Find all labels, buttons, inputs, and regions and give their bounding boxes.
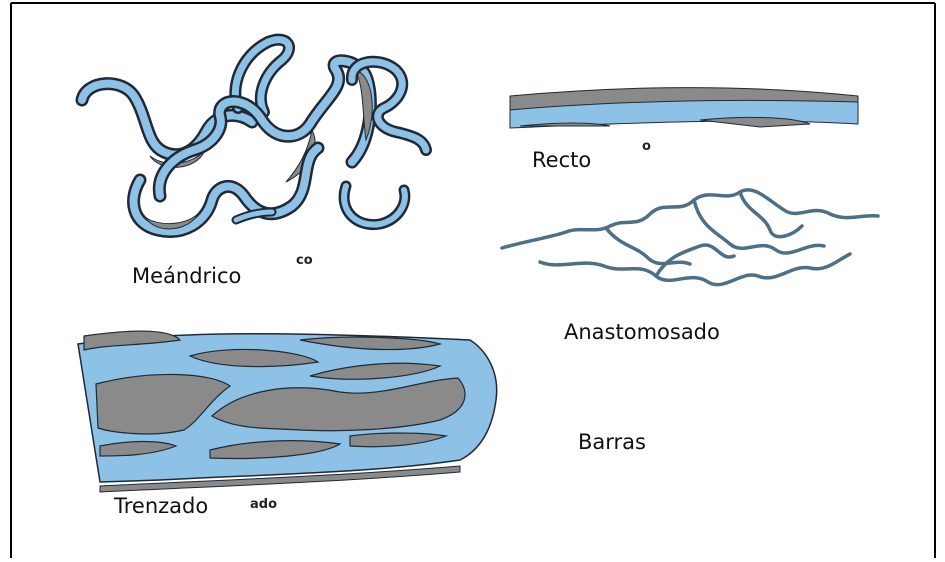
anastomosed-lower-branch: [540, 254, 850, 285]
braided-channel: [78, 331, 497, 492]
label-anastomosado: Anastomosado: [564, 322, 720, 343]
trenzado-fragment: ado: [250, 498, 277, 511]
label-barras: Barras: [578, 432, 646, 453]
recto-fragment: o: [642, 140, 651, 153]
label-trenzado: Trenzado: [114, 496, 208, 517]
label-meandrico: Meándrico: [132, 266, 241, 287]
straight-channel: [510, 88, 858, 128]
anastomosed-inner-2: [694, 200, 824, 253]
anastomosed-upper-branch: [502, 190, 878, 248]
anastomosed-inner-1: [606, 228, 690, 264]
anastomosed-inner-4: [656, 245, 734, 276]
meandering-channel: [82, 40, 426, 232]
anastomosed-channel: [502, 190, 878, 285]
meandrico-fragment: co: [296, 254, 313, 267]
label-recto: Recto: [532, 150, 591, 171]
